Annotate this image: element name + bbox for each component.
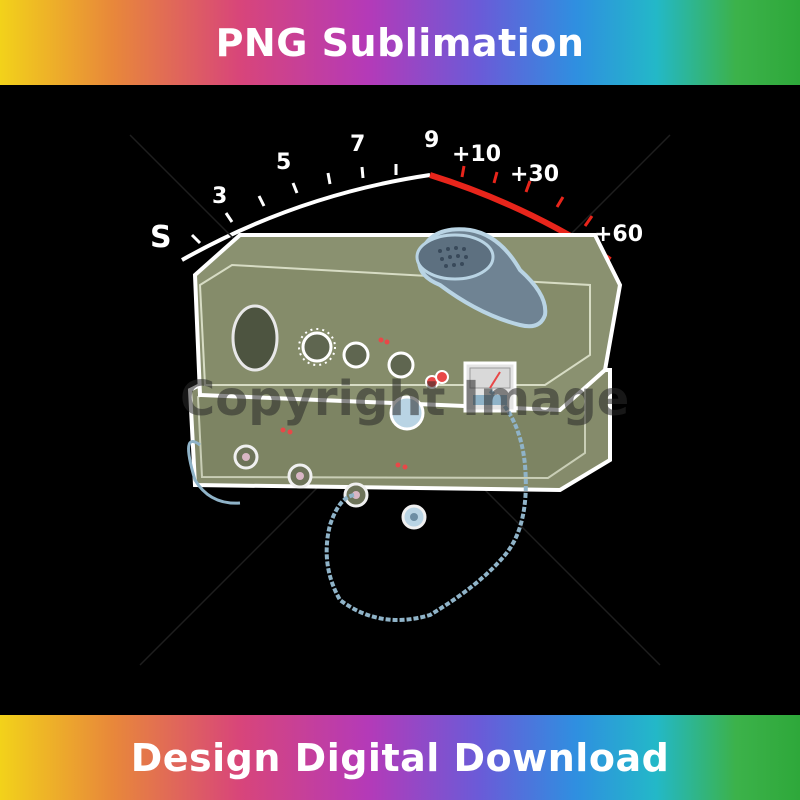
meter-label-plus30: +30 — [510, 162, 559, 187]
knob-3-icon — [387, 351, 415, 379]
meter-label-3: 3 — [212, 184, 227, 209]
watermark-text: Copyright Image — [180, 371, 629, 427]
meter-label-9: 9 — [424, 128, 439, 153]
knob-2-icon — [342, 341, 370, 369]
cb-radio-illustration: S 3 5 7 9 +10 +30 +60 — [129, 128, 671, 666]
meter-label-5: 5 — [276, 150, 291, 175]
knob-4-icon — [389, 395, 425, 431]
meter-label-plus10: +10 — [452, 142, 501, 167]
knob-1-icon — [298, 328, 336, 366]
top-banner-text: PNG Sublimation — [215, 20, 585, 65]
meter-label-s: S — [150, 220, 172, 255]
signal-meter-icon — [463, 361, 517, 413]
bottom-banner: Design Digital Download — [0, 715, 800, 800]
top-banner: PNG Sublimation — [0, 0, 800, 85]
meter-label-7: 7 — [350, 132, 365, 157]
coiled-cord — [187, 389, 528, 622]
meter-label-plus60: +60 — [594, 222, 643, 247]
microphone-icon — [415, 227, 548, 329]
speaker-grille-icon — [231, 304, 279, 372]
s-meter-scale: S 3 5 7 9 +10 +30 +60 — [150, 128, 643, 263]
bottom-banner-text: Design Digital Download — [130, 735, 670, 780]
